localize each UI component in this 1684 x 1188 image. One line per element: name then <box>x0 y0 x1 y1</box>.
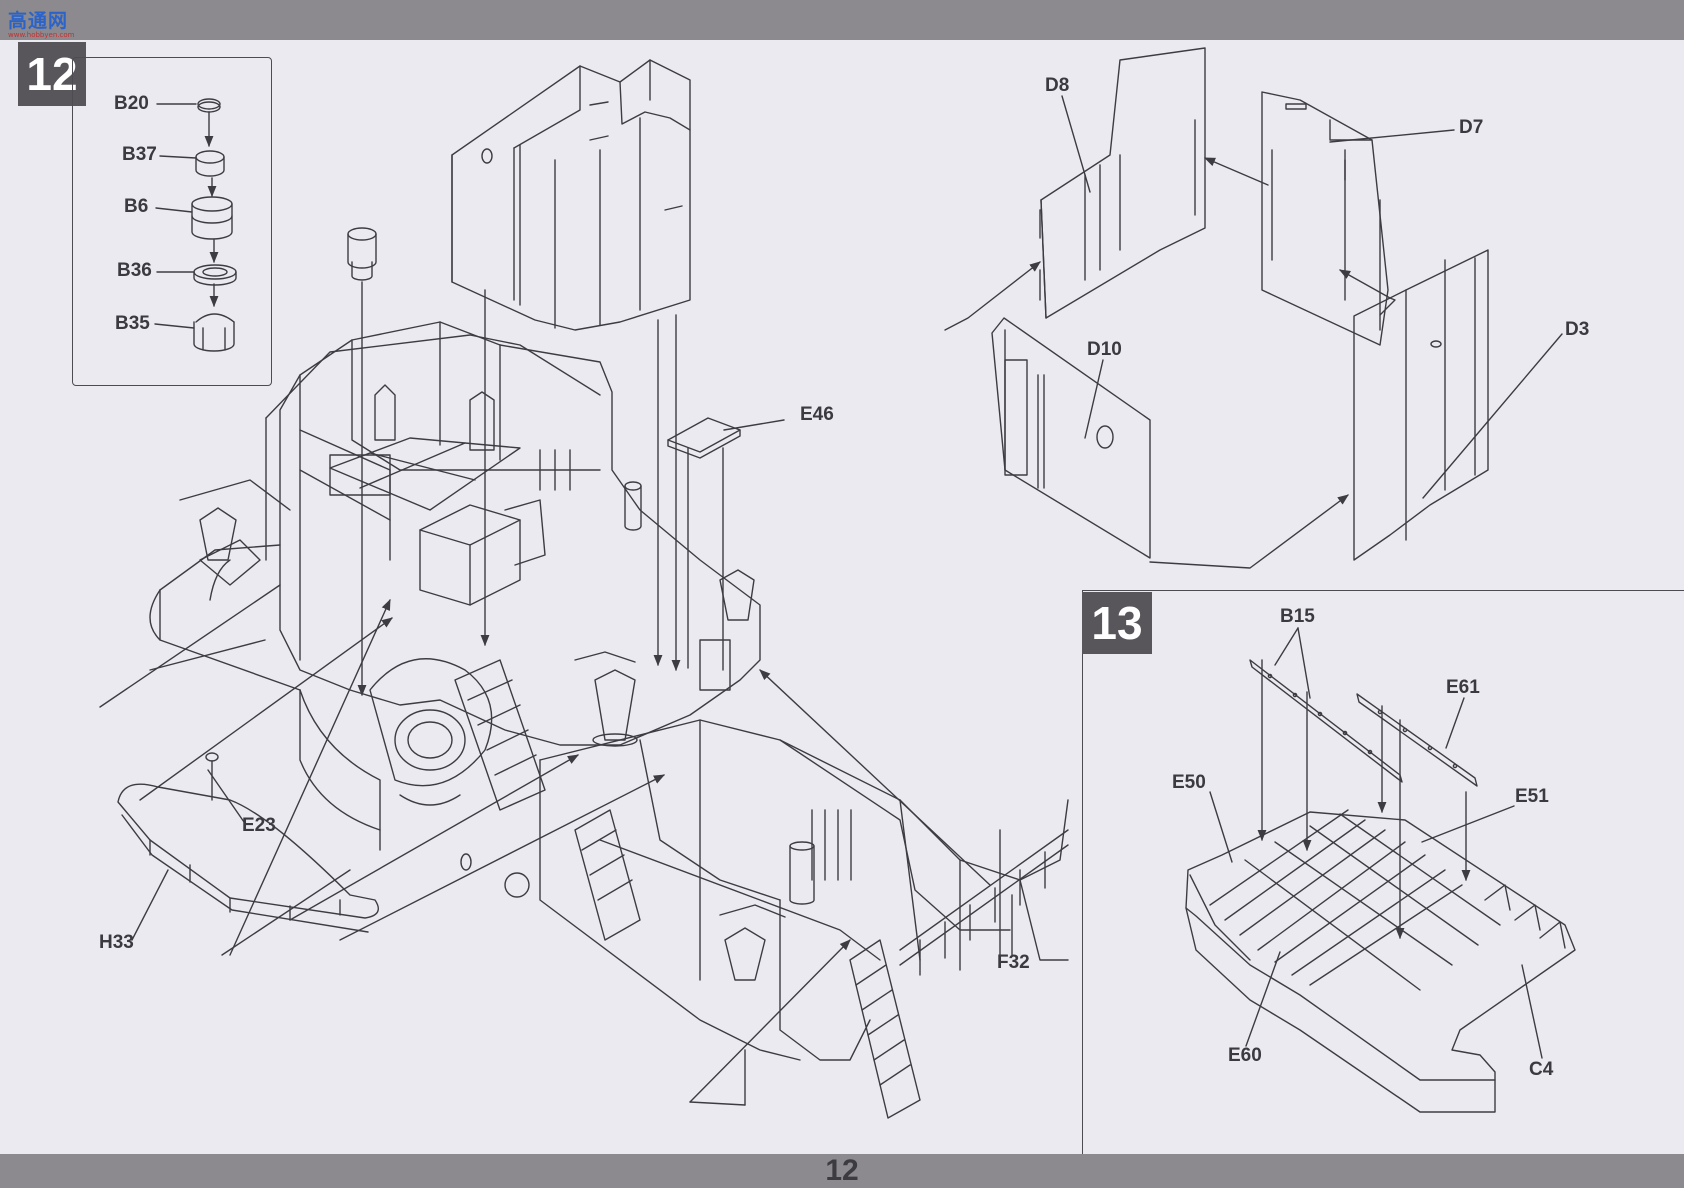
e46-plate <box>667 417 741 459</box>
label-E50: E50 <box>1172 772 1206 793</box>
label-E46: E46 <box>800 404 834 425</box>
label-E51: E51 <box>1515 786 1549 807</box>
step-13-panel <box>1082 590 1684 1155</box>
label-F32: F32 <box>997 952 1030 973</box>
label-B36: B36 <box>117 260 152 281</box>
logo-subtext: www.hobbyen.com <box>8 31 75 39</box>
step-13-badge: 13 <box>1082 592 1152 654</box>
label-E23: E23 <box>242 815 276 836</box>
subassembly-inset <box>72 57 272 386</box>
bridge-walls-drawing <box>944 47 1563 569</box>
searchlight-part <box>347 227 377 281</box>
label-C4: C4 <box>1529 1059 1554 1080</box>
label-D8: D8 <box>1045 75 1070 96</box>
label-D10: D10 <box>1087 339 1122 360</box>
bottom-bar <box>0 1154 1684 1188</box>
drop-lines <box>357 281 724 697</box>
logo-text: 高通网 <box>8 10 69 32</box>
step12-leaders <box>131 419 1013 1106</box>
label-D7: D7 <box>1459 117 1484 138</box>
upper-walls-drawing <box>451 59 691 331</box>
label-B37: B37 <box>122 144 157 165</box>
step-12-badge: 12 <box>18 42 86 106</box>
inset-parts-drawing <box>154 98 237 352</box>
label-H33: H33 <box>99 932 134 953</box>
top-bar <box>0 0 1684 40</box>
step13-drawing <box>1185 627 1576 1113</box>
label-E61: E61 <box>1446 677 1480 698</box>
label-B15: B15 <box>1280 606 1315 627</box>
label-E60: E60 <box>1228 1045 1262 1066</box>
site-logo: 高通网 www.hobbyen.com <box>8 6 74 39</box>
label-B35: B35 <box>115 313 150 334</box>
label-B6: B6 <box>124 196 149 217</box>
label-B20: B20 <box>114 93 149 114</box>
page-number: 12 <box>825 1154 859 1187</box>
label-D3: D3 <box>1565 319 1590 340</box>
bridge-deck-drawing <box>99 321 1069 1119</box>
